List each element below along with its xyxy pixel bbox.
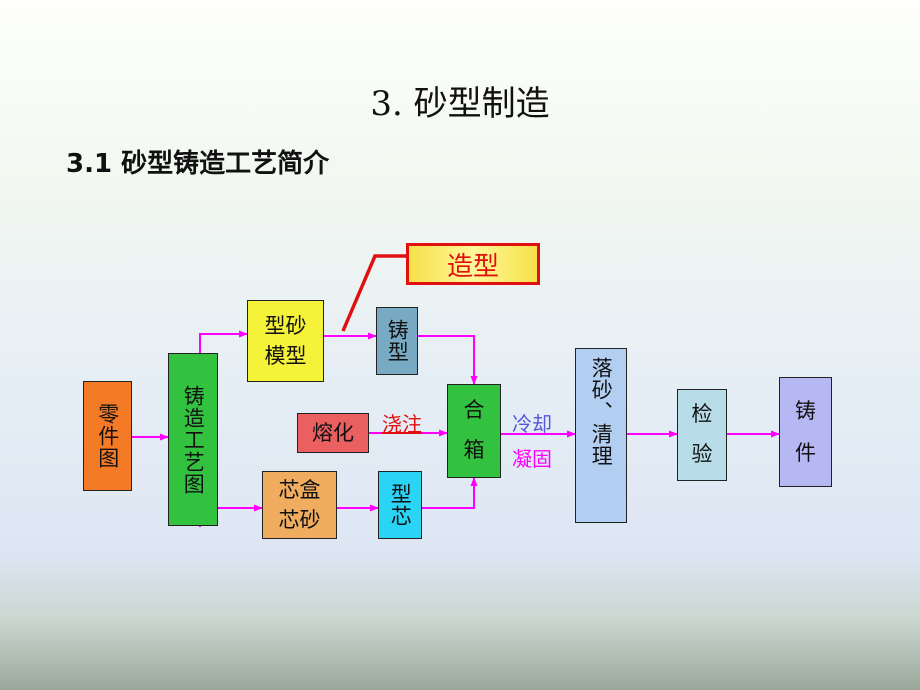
node-core: 型芯 [378, 471, 422, 539]
node-shakeout-label: 落砂、清理 [589, 357, 614, 467]
arrow-process-to-sand [199, 330, 248, 353]
node-core-box-label: 芯盒 [278, 477, 321, 502]
node-core-label: 型芯 [388, 483, 413, 527]
node-casting-label-1: 铸 [795, 399, 816, 423]
callout-molding: 造型 [406, 243, 540, 285]
node-casting: 铸 件 [779, 377, 832, 487]
node-core-box-sand: 芯盒 芯砂 [262, 471, 337, 539]
callout-leader-line [341, 254, 406, 332]
section-heading: 3.1 砂型铸造工艺简介 [66, 149, 330, 179]
page-title: 3. 砂型制造 [370, 84, 550, 124]
node-mold: 铸型 [376, 307, 418, 375]
node-process-drawing-label: 铸造工艺图 [181, 384, 206, 495]
node-melting-label: 熔化 [312, 420, 354, 445]
node-molding-sand-label: 型砂 [264, 313, 307, 338]
node-core-sand-label: 芯砂 [278, 508, 321, 532]
node-assembly-label-2: 箱 [463, 438, 485, 462]
node-molding-sand-pattern: 型砂 模型 [247, 300, 324, 382]
edge-label-pouring: 浇注 [382, 412, 422, 436]
node-pattern-label: 模型 [264, 344, 307, 368]
node-part-drawing: 零件图 [83, 381, 132, 491]
node-melting: 熔化 [297, 413, 369, 453]
node-inspection-label-2: 验 [691, 442, 713, 466]
node-casting-label-2: 件 [795, 441, 816, 465]
edge-label-cooling: 冷却 [512, 412, 552, 436]
edge-label-solidification: 凝固 [512, 447, 552, 471]
node-assembly: 合 箱 [447, 384, 501, 478]
node-shakeout-cleaning: 落砂、清理 [575, 348, 627, 523]
arrow-core-to-assembly [422, 477, 478, 509]
arrow-mold-to-assembly [418, 335, 478, 385]
node-mold-label: 铸型 [385, 319, 410, 363]
node-inspection-label-1: 检 [691, 402, 713, 427]
node-assembly-label-1: 合 [463, 398, 485, 423]
node-process-drawing: 铸造工艺图 [168, 353, 218, 526]
node-inspection: 检 验 [677, 389, 727, 481]
node-part-drawing-label: 零件图 [95, 403, 120, 469]
